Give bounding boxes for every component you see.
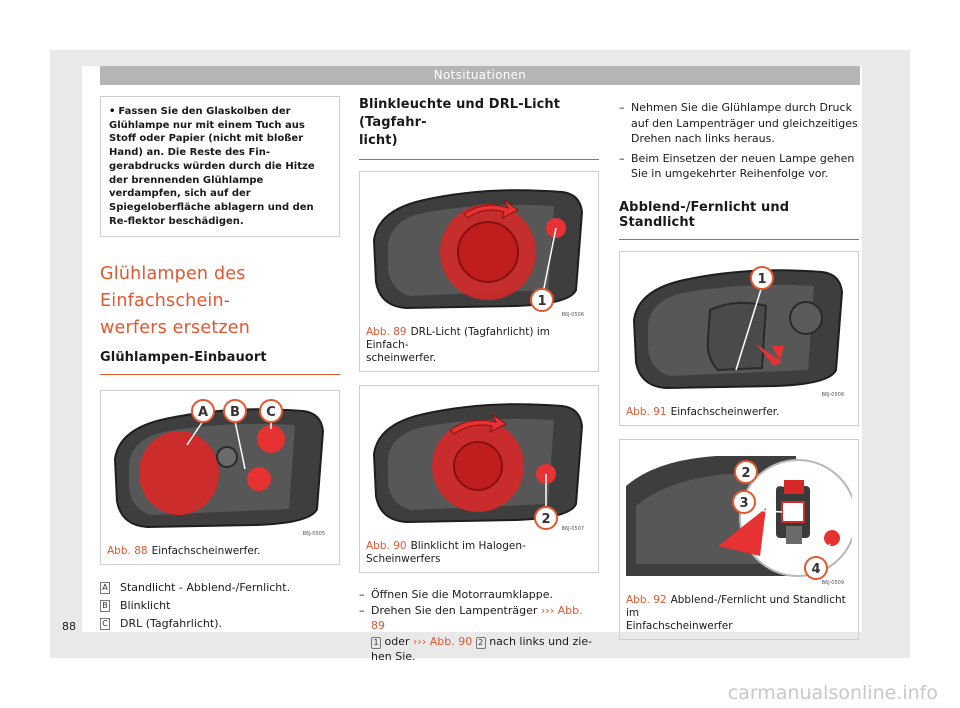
caption-text: Blinklicht im Halogen-Scheinwerfers — [366, 540, 526, 565]
headlight-illustration-89: 1 B6J-0506 — [366, 178, 592, 320]
step-item: –Öffnen Sie die Motorraumklappe. — [359, 588, 553, 601]
callout-a: A — [198, 405, 208, 420]
callout-4: 4 — [811, 562, 820, 577]
headlight-illustration-92: 2 3 4 B6J-0509 — [626, 445, 852, 588]
left-column: •Fassen Sie den Glaskolben der Glühlampe… — [100, 96, 340, 633]
figure-link[interactable]: ››› Abb. 90 — [413, 634, 473, 648]
callout-c: C — [266, 405, 276, 420]
caption-text: DRL-Licht (Tagfahrlicht) im Einfach- — [366, 326, 550, 351]
legend-text: DRL (Tagfahrlicht). — [120, 617, 222, 631]
callout-b: B — [230, 405, 240, 420]
heading-line-2: werfers ersetzen — [100, 318, 251, 339]
figure-code: B6J-0507 — [562, 526, 584, 532]
heading-line-1: Blinkleuchte und DRL-Licht (Tagfahr- — [359, 97, 561, 130]
legend-key: C — [100, 618, 110, 631]
legend-key: B — [100, 600, 110, 613]
figure-link[interactable]: ››› Abb. 89 — [371, 603, 583, 633]
callout-2: 2 — [741, 466, 750, 481]
step-item: – Nehmen Sie die Glühlampe durch Druck a… — [619, 101, 858, 145]
callout-1: 1 — [537, 294, 546, 309]
figure-code: B6J-0509 — [822, 580, 844, 586]
caption-number: Abb. 90 — [366, 540, 407, 552]
watermark: carmanualsonline.info — [727, 682, 938, 704]
step-item: – Beim Einsetzen der neuen Lampe gehen S… — [619, 151, 855, 181]
section-heading: Glühlampen des Einfachschein- werfers er… — [100, 261, 340, 342]
caption-number: Abb. 88 — [107, 545, 148, 558]
subheading: Glühlampen-Einbauort — [100, 350, 340, 376]
caption-number: Abb. 92 — [626, 593, 667, 606]
legend-list: A Standlicht - Abblend-/Fernlicht. B Blink… — [100, 579, 340, 633]
caption-text: Einfachscheinwerfer. — [670, 405, 780, 418]
steps-list: –Öffnen Sie die Motorraumklappe. – Drehe… — [359, 587, 599, 665]
caption-number: Abb. 91 — [626, 405, 667, 418]
right-column: – Nehmen Sie die Glühlampe durch Druck a… — [619, 100, 859, 640]
subheading: Blinkleuchte und DRL-Licht (Tagfahr- lic… — [359, 96, 599, 160]
caption-text-line-2: scheinwerfer. — [366, 352, 437, 364]
middle-column: Blinkleuchte und DRL-Licht (Tagfahr- lic… — [359, 96, 599, 665]
caption-text-line-2: Einfachscheinwerfer — [626, 619, 733, 632]
legend-key: A — [100, 582, 110, 595]
heading-line-1: Glühlampen des Einfachschein- — [100, 264, 246, 312]
legend-item: B Blinklicht — [100, 597, 340, 615]
caption-text: Einfachscheinwerfer. — [151, 545, 261, 558]
headlight-illustration-90: 2 B6J-0507 — [366, 392, 592, 534]
legend-item: A Standlicht - Abblend-/Fernlicht. — [100, 579, 340, 597]
step-text: Nehmen Sie die Glühlampe durch Druck auf… — [631, 101, 858, 145]
headlight-illustration-91: 1 B6J-0508 — [626, 257, 852, 400]
step-text: Beim Einsetzen der neuen Lampe gehen Sie… — [631, 151, 855, 181]
section-header: Notsituationen — [100, 66, 860, 85]
warning-box: •Fassen Sie den Glaskolben der Glühlampe… — [100, 96, 340, 238]
step-text: Öffnen Sie die Motorraumklappe. — [371, 588, 553, 601]
warning-text: Fassen Sie den Glaskolben der Glühlampe … — [109, 106, 315, 227]
caption-text: Abblend-/Fernlicht und Standlicht im — [626, 593, 846, 619]
headlight-illustration-88: A B C B6J-0505 — [107, 397, 333, 540]
step-text: Drehen Sie den Lampenträger ››› Abb. 89 … — [371, 603, 593, 663]
callout-1: 1 — [757, 272, 766, 287]
figure-code: B6J-0505 — [303, 531, 325, 537]
legend-text: Standlicht - Abblend-/Fernlicht. — [120, 581, 291, 595]
callout-ref: 2 — [475, 636, 486, 649]
figure-code: B6J-0508 — [822, 392, 844, 398]
step-item: – Drehen Sie den Lampenträger ››› Abb. 8… — [359, 603, 599, 665]
callout-3: 3 — [739, 496, 748, 511]
callout-2: 2 — [541, 512, 550, 527]
page-number: 88 — [62, 620, 76, 633]
figure-code: B6J-0506 — [562, 312, 584, 318]
caption-number: Abb. 89 — [366, 326, 407, 338]
legend-text: Blinklicht — [120, 599, 171, 613]
subheading: Abblend-/Fernlicht und Standlicht — [619, 200, 859, 240]
legend-item: C DRL (Tagfahrlicht). — [100, 615, 340, 633]
bullet-icon: • — [109, 106, 116, 117]
callout-ref: 1 — [371, 636, 381, 649]
heading-line-2: licht) — [359, 133, 398, 148]
